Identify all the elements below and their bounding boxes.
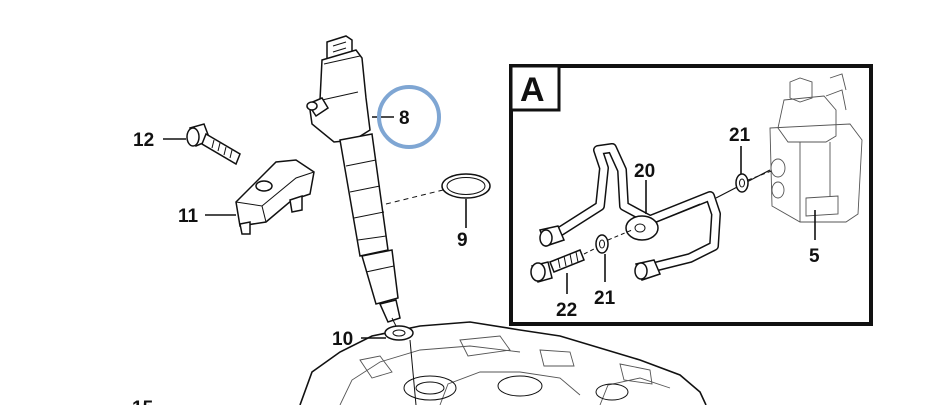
detail-label-box (509, 64, 561, 112)
detail-leader-lines (566, 146, 816, 294)
callout-5: 5 (809, 246, 820, 267)
callout-21-bottom: 21 (594, 288, 616, 309)
banjo-bolt-drawing (530, 249, 585, 283)
callout-15: 15 (132, 398, 154, 405)
callout-11: 11 (178, 206, 199, 227)
callout-12: 12 (133, 130, 154, 151)
injector-drawing (306, 35, 401, 323)
pump-drawing (769, 73, 863, 223)
leader-lines (163, 116, 467, 339)
washer-drawing (384, 325, 414, 341)
bolt-drawing (186, 123, 241, 166)
detail-frame (509, 64, 873, 326)
callout-9: 9 (457, 230, 468, 251)
callout-22: 22 (556, 300, 577, 321)
clamp-drawing (235, 159, 315, 235)
callout-21-top: 21 (729, 125, 751, 146)
banjo-fitting-drawing (625, 203, 701, 241)
detail-label: A (520, 71, 545, 109)
detail-view-a: A (509, 64, 873, 326)
highlight-ring (377, 85, 441, 149)
callout-8: 8 (399, 108, 410, 129)
detail-axis-lines (583, 169, 775, 255)
cylinder-head-drawing (299, 321, 707, 405)
callout-10: 10 (332, 329, 353, 350)
detail-washers-drawing (595, 173, 749, 254)
callout-20: 20 (634, 161, 655, 182)
o-ring-drawing (385, 173, 491, 205)
